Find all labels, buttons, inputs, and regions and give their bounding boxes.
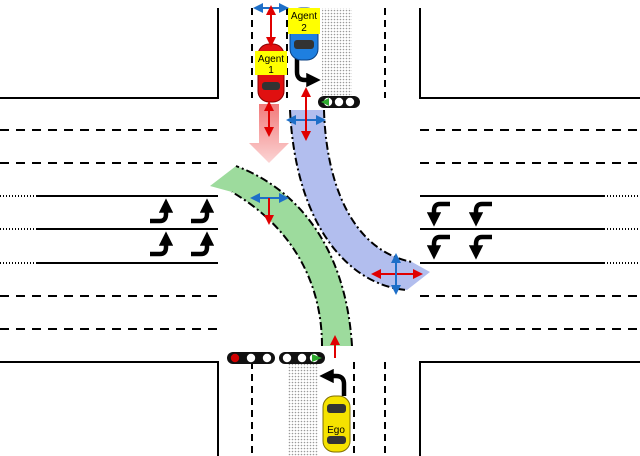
north-lane-markings: [251, 8, 386, 98]
agent2-label-line2: 2: [301, 23, 307, 34]
west-lane-markings: [0, 97, 218, 363]
agent2-car: Agent 2: [288, 7, 320, 61]
green-arrow-icon: [312, 354, 322, 362]
left-turn-arrow: [426, 201, 450, 227]
ego-turn-arrow-icon: [319, 368, 347, 396]
ego-car: Ego: [322, 395, 351, 453]
agent2-label-box: [288, 8, 320, 34]
straight-left-arrow: [468, 234, 492, 260]
agent2-motion-arrows: [253, 3, 289, 47]
green-arrow-icon: [321, 98, 329, 106]
curb-lines: [0, 8, 640, 456]
lane-arrows-west: [150, 198, 215, 257]
ego-label: Ego: [327, 425, 345, 436]
east-lane-markings: [420, 97, 640, 363]
traffic-light-south-left: [227, 352, 275, 364]
crosswalk-north: [322, 8, 352, 96]
straight-left-arrow: [150, 231, 174, 257]
agent2-turn-arrow-icon: [294, 58, 321, 88]
agent1-label-box: [255, 51, 287, 75]
ego-path-arrows: [250, 193, 340, 358]
straight-left-arrow: [426, 234, 450, 260]
ego-path-boundary: [231, 165, 353, 347]
agent2-label-line1: Agent: [291, 11, 317, 22]
left-turn-arrow: [468, 201, 492, 227]
crosswalk-south: [288, 362, 318, 456]
agent2-stopline-arrows: [286, 87, 326, 141]
agent1-label-line2: 1: [268, 65, 274, 76]
agent1-label-line1: Agent: [258, 54, 284, 65]
straight-left-arrow: [191, 231, 215, 257]
traffic-light-north: [318, 96, 360, 108]
agent1-car: Agent 1: [255, 43, 287, 103]
agent2-path: [290, 110, 430, 290]
south-lane-markings: [251, 362, 386, 456]
traffic-light-south-straight: [279, 352, 325, 364]
lane-arrows-east: [426, 201, 492, 260]
left-turn-arrow: [150, 198, 174, 224]
left-turn-arrow: [191, 198, 215, 224]
agent2-endpoint-arrows: [371, 253, 423, 295]
